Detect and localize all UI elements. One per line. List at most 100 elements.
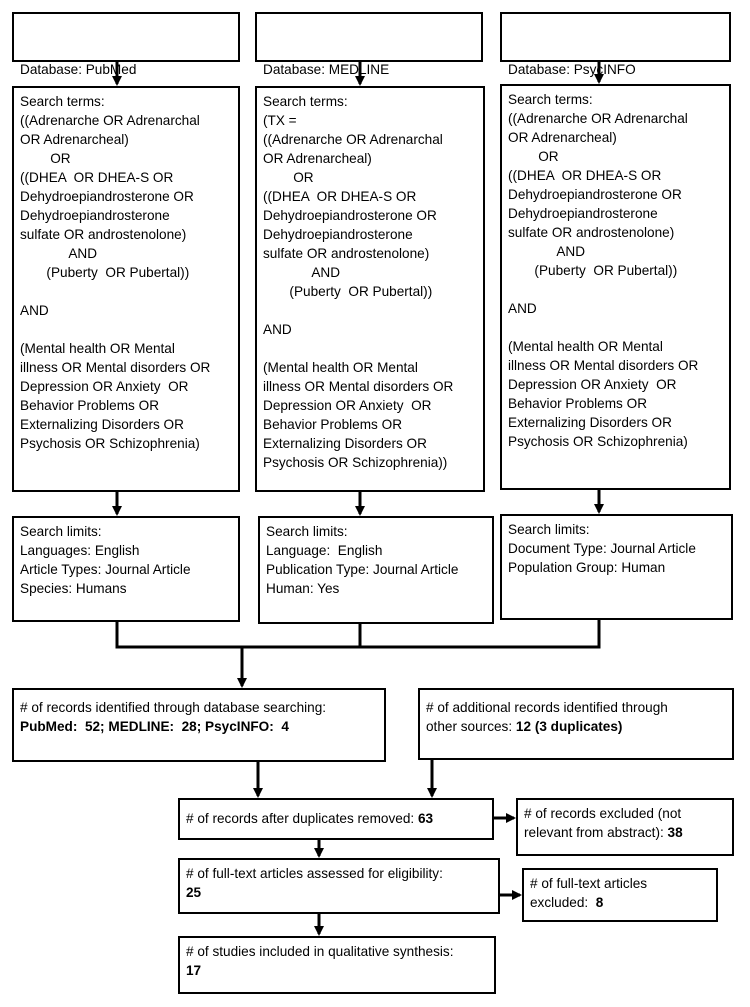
medline-search-terms-line: Search terms: [263,94,348,109]
fulltext-excluded-line: excluded: 8 [530,893,710,912]
pubmed-search-limits-line: Languages: English [20,543,140,558]
psycinfo-search-terms-line: ((Adrenarche OR Adrenarchal [508,111,688,126]
psycinfo-search-terms-line [508,318,723,337]
psycinfo-database-label: Database: PsycINFO [508,62,636,77]
pubmed-search-limits-line: Species: Humans [20,581,127,596]
pubmed-database-label: Database: PubMed [20,62,137,77]
psycinfo-search-terms-line: AND [508,244,586,259]
pubmed-search-terms-line: illness OR Mental disorders OR [20,360,211,375]
pubmed-search-terms-line: Dehydroepiandrosterone [20,208,170,223]
psycinfo-search-terms-line: Externalizing Disorders OR [508,415,672,430]
psycinfo-search-limits-box: Search limits:Document Type: Journal Art… [500,514,733,620]
studies-included-line: 17 [186,963,202,978]
medline-search-terms-line: OR Adrenarcheal) [263,151,372,166]
psycinfo-search-terms-line: OR Adrenarcheal) [508,130,617,145]
psycinfo-search-terms-line: illness OR Mental disorders OR [508,358,699,373]
medline-search-terms-line: (TX = [263,113,297,128]
psycinfo-search-terms-line: Search terms: [508,92,593,107]
pubmed-search-terms-line [20,282,232,301]
medline-search-terms-line [263,339,477,358]
psycinfo-search-terms-line: Dehydroepiandrosterone [508,206,658,221]
pubmed-search-terms-line: OR Adrenarcheal) [20,132,129,147]
psycinfo-search-limits-line: Search limits: [508,522,590,537]
fulltext-assessed-line: 25 [186,885,202,900]
additional-records-prefix: other sources: [426,719,516,734]
medline-database-box: Database: MEDLINE [255,12,483,77]
pubmed-search-terms-line: AND [20,303,49,318]
studies-included-box: # of studies included in qualitative syn… [178,936,496,994]
psycinfo-search-limits-line: Population Group: Human [508,560,666,575]
pubmed-search-terms-line: sulfate OR androstenolone) [20,227,187,242]
psycinfo-search-terms-box: Search terms: ((Adrenarche OR Adrenarchal… [500,84,731,490]
pubmed-search-terms-line: Psychosis OR Schizophrenia) [20,436,200,451]
pubmed-search-terms-line: Behavior Problems OR [20,398,160,413]
pubmed-search-terms-line: ((DHEA OR DHEA-S OR [20,170,174,185]
pubmed-search-terms-line: Depression OR Anxiety OR [20,379,189,394]
medline-search-terms-line: Depression OR Anxiety OR [263,398,432,413]
pubmed-search-limits-line: Search limits: [20,524,102,539]
pubmed-search-terms-line: ((Adrenarche OR Adrenarchal [20,113,200,128]
records-identified-line: PubMed: 52; MEDLINE: 28; PsycINFO: 4 [20,719,289,734]
duplicates-removed-box: # of records after duplicates removed: 6… [178,798,494,840]
medline-search-terms-line: (Mental health OR Mental [263,360,418,375]
medline-search-terms-line [263,301,477,320]
merge-line [115,620,601,649]
psycinfo-search-terms-line: sulfate OR androstenolone) [508,225,675,240]
pubmed-search-terms-line: AND [20,246,98,261]
count-value: 63 [417,811,434,826]
psycinfo-search-terms-line: (Mental health OR Mental [508,339,663,354]
psycinfo-database-box: Database: PsycINFO [500,12,731,77]
medline-search-limits-line: Publication Type: Journal Article [266,562,459,577]
pubmed-search-terms-box: Search terms: ((Adrenarche OR Adrenarchal… [12,86,240,492]
duplicates-removed-line: # of records after duplicates removed: 6… [186,809,486,828]
additional-records-count: 12 (3 duplicates) [515,719,623,734]
medline-search-limits-line: Search limits: [266,524,348,539]
pubmed-search-terms-line: Externalizing Disorders OR [20,417,184,432]
medline-search-terms-line: Externalizing Disorders OR [263,436,427,451]
medline-search-terms-line: OR [263,170,314,185]
fulltext-assessed-line: # of full-text articles assessed for eli… [186,866,443,881]
count-value: 8 [595,895,604,910]
psycinfo-search-terms-line: ((DHEA OR DHEA-S OR [508,168,662,183]
pubmed-search-terms-line: Dehydroepiandrosterone OR [20,189,194,204]
medline-search-terms-line: ((Adrenarche OR Adrenarchal [263,132,443,147]
psycinfo-search-terms-line: OR [508,149,559,164]
records-excluded-line: relevant from abstract): 38 [524,823,726,842]
pubmed-database-box: Database: PubMed [12,12,240,77]
medline-search-terms-line: Dehydroepiandrosterone OR [263,208,437,223]
pubmed-search-terms-line: OR [20,151,71,166]
fulltext-excluded-line: # of full-text articles [530,876,648,891]
medline-search-terms-line: illness OR Mental disorders OR [263,379,454,394]
studies-included-line: # of studies included in qualitative syn… [186,944,454,959]
records-identified-line: # of records identified through database… [20,700,327,715]
medline-database-label: Database: MEDLINE [263,62,390,77]
medline-search-terms-line: AND [263,322,292,337]
fulltext-assessed-box: # of full-text articles assessed for eli… [178,858,500,914]
count-prefix: # of records after duplicates removed: [186,811,418,826]
additional-records-line: # of additional records identified throu… [426,700,668,715]
additional-records-box: # of additional records identified throu… [418,688,734,760]
records-identified-box: # of records identified through database… [12,688,386,762]
additional-records-line: other sources: 12 (3 duplicates) [426,717,726,736]
count-value: 38 [667,825,683,840]
medline-search-terms-box: Search terms: (TX = ((Adrenarche OR Adrena… [255,86,485,492]
psycinfo-search-terms-line: Depression OR Anxiety OR [508,377,677,392]
count-prefix: excluded: [530,895,596,910]
pubmed-search-terms-line: Search terms: [20,94,105,109]
psycinfo-search-terms-line: AND [508,301,537,316]
medline-search-limits-line: Human: Yes [266,581,340,596]
pubmed-search-terms-line [20,320,232,339]
pubmed-search-limits-line: Article Types: Journal Article [20,562,191,577]
medline-search-terms-line: Dehydroepiandrosterone [263,227,413,242]
medline-search-terms-line: Behavior Problems OR [263,417,403,432]
psycinfo-search-terms-line [508,280,723,299]
pubmed-search-terms-line: (Mental health OR Mental [20,341,175,356]
medline-search-limits-line: Language: English [266,543,383,558]
count-prefix: relevant from abstract): [524,825,668,840]
medline-search-terms-line: ((DHEA OR DHEA-S OR [263,189,417,204]
